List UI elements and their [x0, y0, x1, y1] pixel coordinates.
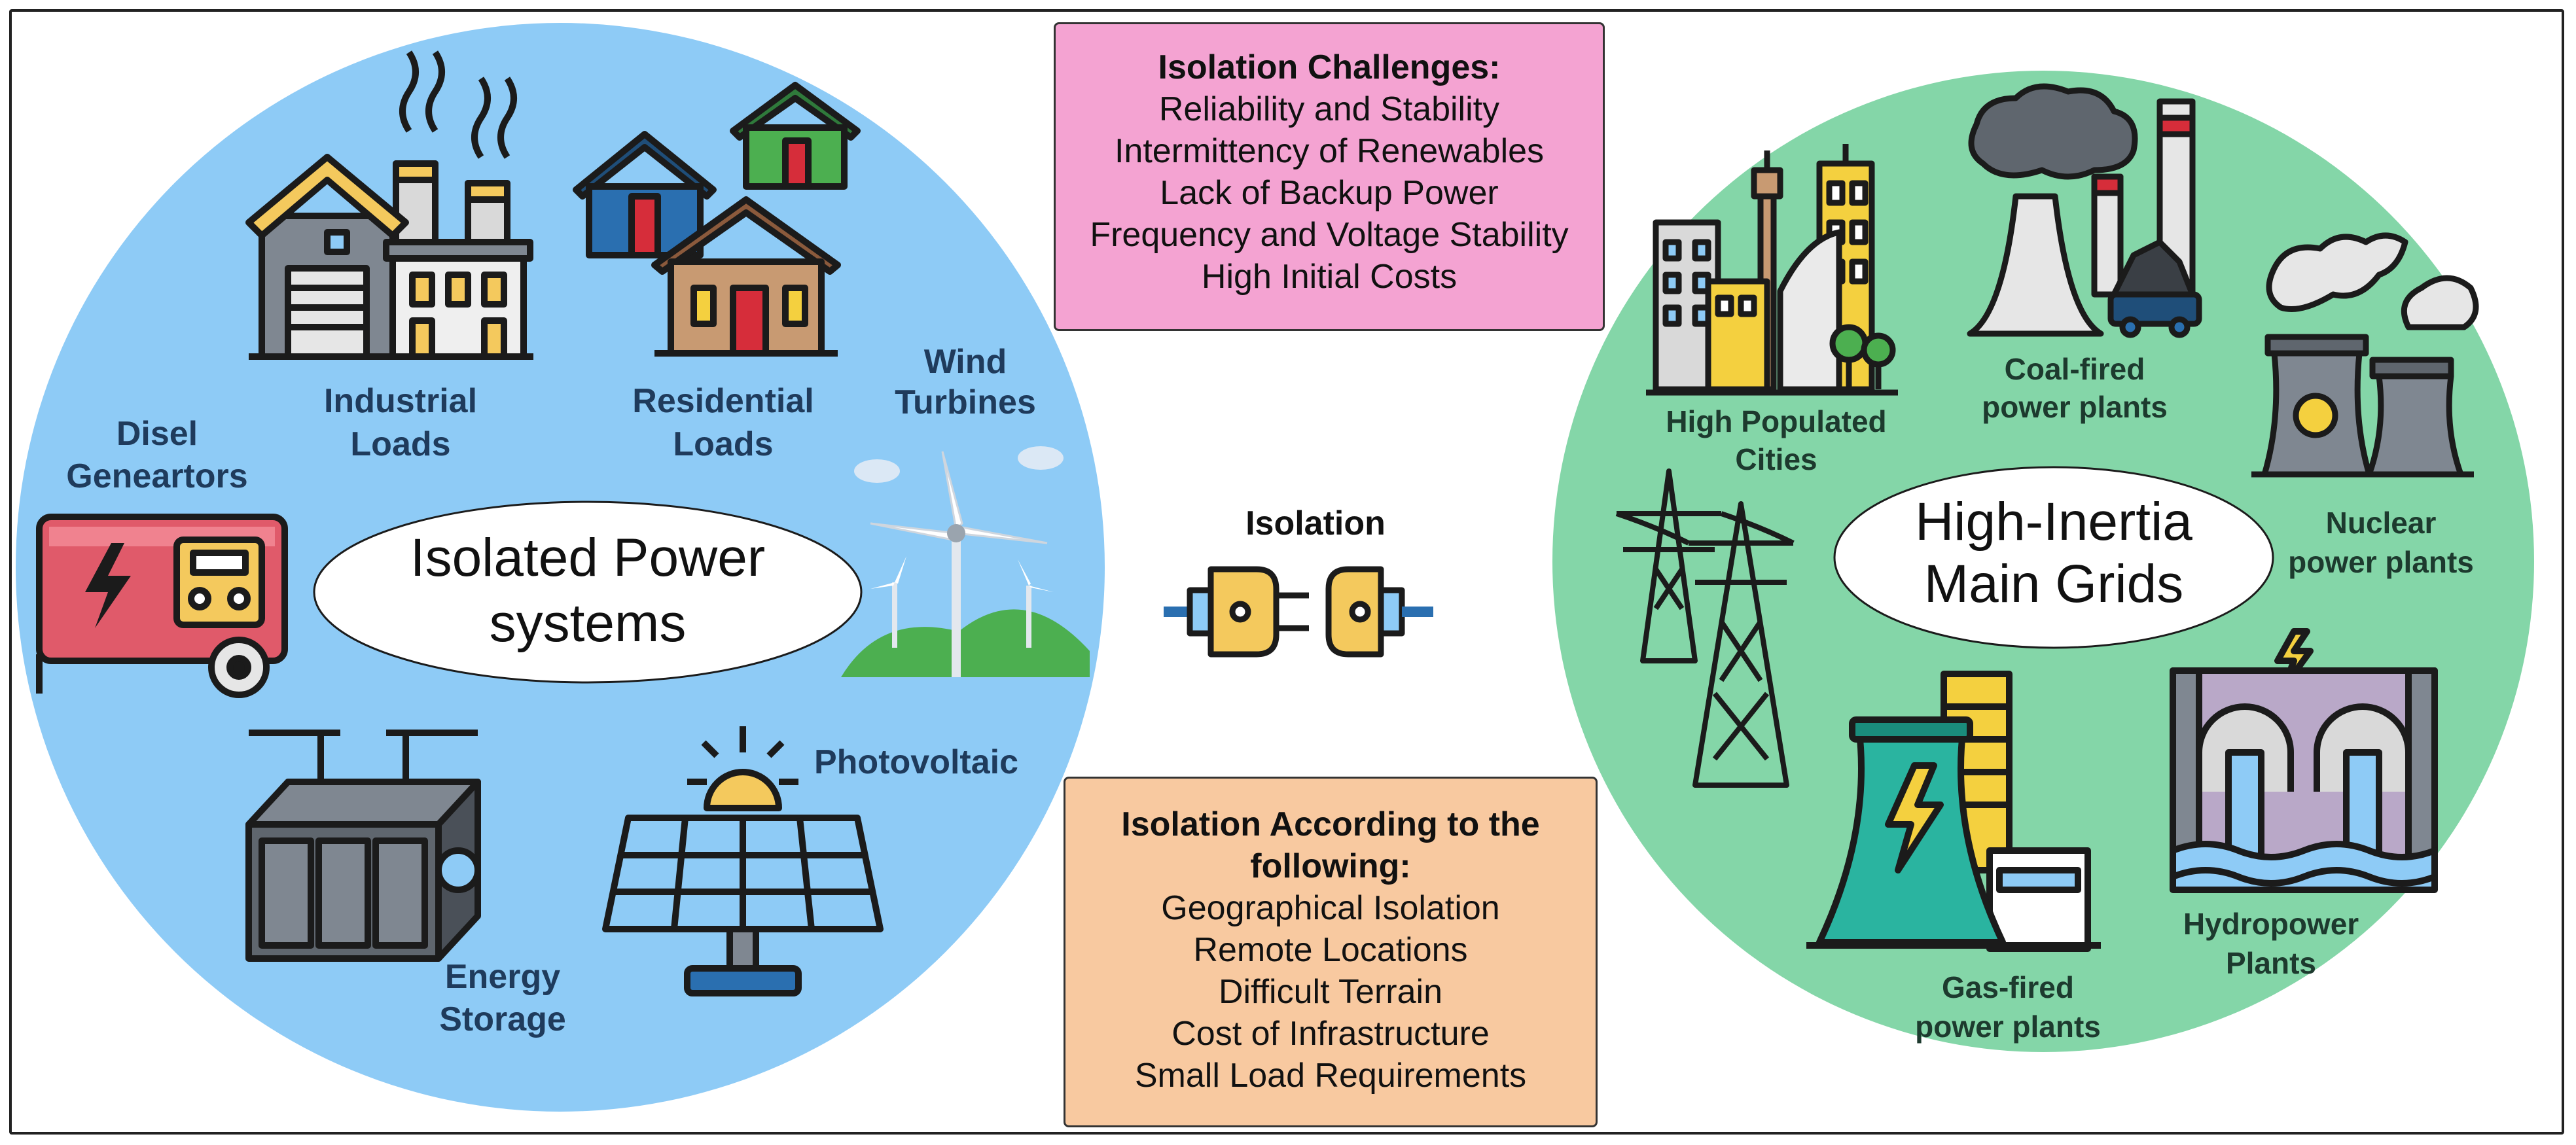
- challenges-title: Isolation Challenges:: [1158, 48, 1501, 86]
- factory-icon: [245, 50, 533, 360]
- cities-label-2: Cities: [1735, 442, 1817, 476]
- hydropower-dam-icon: [2170, 628, 2438, 893]
- residential-label-1: Residential: [632, 382, 814, 420]
- coal-plant-icon: [1967, 83, 2202, 338]
- city-buildings-icon: [1646, 144, 1898, 396]
- houses-icon: [573, 82, 861, 357]
- coal-label-1: Coal-fired: [2005, 352, 2145, 386]
- wind-turbine-icon: [841, 446, 1090, 677]
- gas-plant-icon: [1806, 671, 2101, 952]
- nuclear-label-1: Nuclear: [2326, 506, 2437, 540]
- gas-label-1: Gas-fired: [1942, 970, 2074, 1004]
- storage-label-1: Energy: [445, 958, 560, 996]
- battery-icon: [245, 730, 481, 962]
- residential-label-2: Loads: [673, 425, 773, 463]
- main-grids-title-2: Main Grids: [1924, 554, 2183, 614]
- photovoltaic-label: Photovoltaic: [814, 743, 1018, 781]
- main-grids-oval: [1833, 466, 2274, 649]
- isolated-systems-oval: [313, 501, 863, 684]
- nuclear-plant-icon: [2251, 232, 2479, 478]
- gas-label-2: power plants: [1915, 1010, 2101, 1044]
- storage-label-2: Storage: [439, 1000, 566, 1038]
- industrial-label-1: Industrial: [324, 382, 477, 420]
- criteria-item: Geographical Isolation: [1161, 889, 1500, 927]
- criteria-title-2: following:: [1250, 847, 1411, 885]
- challenge-item: Intermittency of Renewables: [1114, 132, 1545, 170]
- challenge-item: Reliability and Stability: [1158, 90, 1500, 128]
- isolation-label: Isolation: [1245, 504, 1386, 542]
- disel-label-2: Geneartors: [66, 457, 247, 495]
- isolation-criteria-box: Isolation According to the following: Ge…: [1064, 777, 1598, 1127]
- hydro-label-2: Plants: [2226, 946, 2316, 980]
- criteria-item: Difficult Terrain: [1219, 973, 1442, 1011]
- coal-label-2: power plants: [1982, 390, 2168, 424]
- criteria-item: Cost of Infrastructure: [1172, 1015, 1490, 1053]
- isolated-systems-title-1: Isolated Power: [410, 528, 765, 588]
- industrial-label-2: Loads: [350, 425, 450, 463]
- unplugged-connector-icon: [1164, 566, 1433, 658]
- challenge-item: Lack of Backup Power: [1160, 174, 1499, 212]
- isolation-challenges-box: Isolation Challenges: Reliability and St…: [1054, 22, 1605, 331]
- nuclear-label-2: power plants: [2288, 545, 2474, 579]
- hydro-label-1: Hydropower: [2183, 907, 2359, 941]
- diesel-generator-icon: [36, 514, 288, 698]
- criteria-item: Small Load Requirements: [1134, 1057, 1527, 1095]
- challenge-item: High Initial Costs: [1201, 258, 1458, 296]
- diagram-frame: [9, 9, 2564, 1135]
- challenge-item: Frequency and Voltage Stability: [1090, 216, 1569, 254]
- wind-label-2: Turbines: [895, 383, 1036, 421]
- disel-label-1: Disel: [116, 415, 198, 453]
- cities-label-1: High Populated: [1666, 404, 1886, 438]
- main-grids-title-1: High-Inertia: [1915, 492, 2192, 552]
- wind-label-1: Wind: [924, 343, 1007, 381]
- criteria-title-1: Isolation According to the: [1121, 805, 1540, 843]
- isolated-systems-title-2: systems: [490, 593, 687, 653]
- solar-panel-icon: [602, 726, 884, 996]
- transmission-tower-icon: [1615, 468, 1795, 788]
- criteria-item: Remote Locations: [1193, 931, 1468, 969]
